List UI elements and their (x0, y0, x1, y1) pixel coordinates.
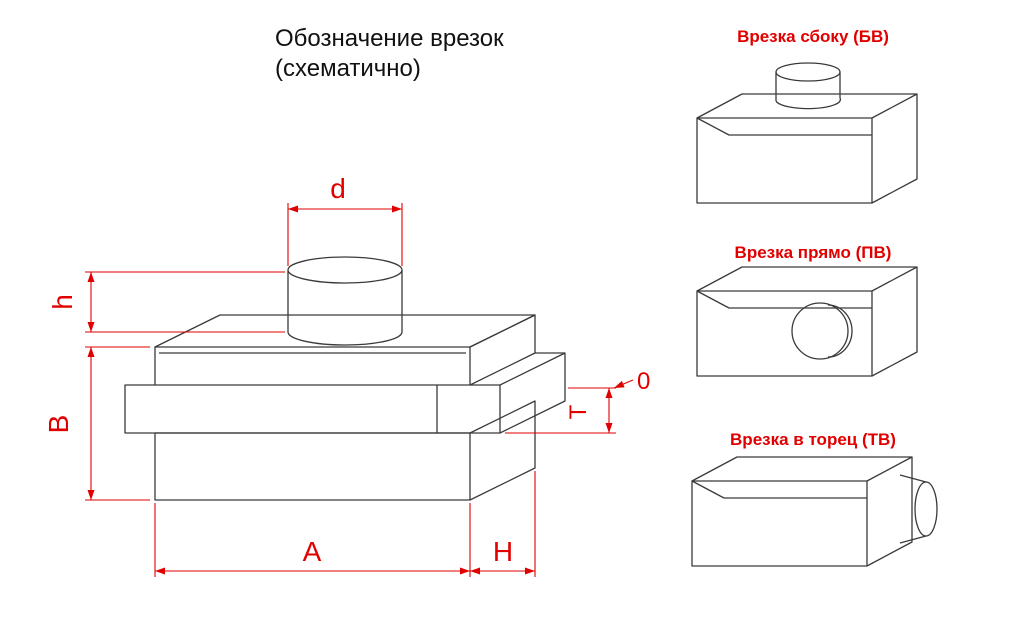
tv-box-inner-edges (691, 480, 867, 499)
tv-cylinder-end (914, 481, 938, 537)
tv-box-front-face (691, 480, 868, 567)
dimension-A: A (154, 503, 471, 577)
tv-box-right-face (866, 457, 913, 567)
pv-box-front-face (696, 290, 873, 377)
duct-slab-right-face (469, 314, 536, 386)
pv-branch-hole-depth-arc (827, 304, 853, 358)
side-diagram-tv: Врезка в торец (ТВ) (691, 430, 938, 567)
dimension-zero: 0 (613, 368, 650, 395)
duct-slab-front (154, 347, 471, 385)
branch-cylinder-sides (287, 270, 403, 332)
bv-box-inner-edges (696, 117, 872, 136)
branch-cylinder-top (287, 256, 403, 284)
flange-right-face (499, 352, 566, 434)
pv-box-top-face (696, 266, 918, 292)
pv-box-right-face (871, 267, 918, 377)
branch-cylinder-base-arc (287, 331, 403, 346)
dimension-h-extensions (85, 271, 285, 333)
dimension-zero-arrow (613, 379, 634, 389)
bv-box-front-face (696, 117, 873, 204)
dimension-B: B (43, 346, 150, 501)
side-diagram-pv: Врезка прямо (ПВ) (696, 243, 918, 377)
main-duct-drawing (124, 256, 566, 501)
bv-box-top-face (696, 93, 918, 119)
bv-cylinder-sides (775, 72, 841, 101)
dimension-H-label: H (493, 536, 513, 567)
page-title-line1: Обозначение врезок (275, 25, 504, 52)
bv-box-right-face (871, 94, 918, 204)
dimension-B-extensions (85, 346, 150, 501)
side-diagram-tv-title: Врезка в торец (ТВ) (730, 430, 896, 449)
dimension-h-label: h (47, 294, 78, 310)
dimension-d-extensions (287, 203, 403, 266)
side-diagram-bv: Врезка сбоку (БВ) (696, 27, 918, 204)
dimension-d: d (287, 173, 403, 266)
bv-cylinder-base-arc (775, 97, 842, 110)
page-title-line2: (схематично) (275, 55, 421, 82)
dimension-A-extensions (154, 503, 471, 577)
dimension-T: T (505, 387, 616, 434)
dimension-T-extensions (505, 387, 616, 434)
pv-box-inner-edges (696, 290, 872, 309)
pv-branch-hole (791, 302, 849, 360)
dimension-d-label: d (330, 173, 346, 204)
dimension-B-label: B (43, 415, 74, 434)
dimensions: d h B A H T 0 (43, 173, 650, 577)
tv-box-top-face (691, 456, 913, 482)
duct-body-right-face (469, 400, 536, 501)
dimension-zero-label: 0 (637, 368, 650, 395)
dimension-T-label: T (565, 404, 592, 419)
dimension-H: H (470, 471, 536, 577)
page-title: Обозначение врезок (схематично) (275, 25, 504, 82)
duct-top-face (154, 314, 536, 348)
flange-front-face (124, 384, 501, 434)
side-diagram-bv-title: Врезка сбоку (БВ) (737, 27, 889, 46)
side-diagram-pv-title: Врезка прямо (ПВ) (735, 243, 892, 262)
duct-body-front-face (154, 432, 471, 501)
tv-cylinder-sides (899, 474, 927, 544)
dimension-h: h (47, 271, 285, 333)
bv-cylinder-top (775, 62, 841, 82)
dimension-A-label: A (303, 536, 322, 567)
